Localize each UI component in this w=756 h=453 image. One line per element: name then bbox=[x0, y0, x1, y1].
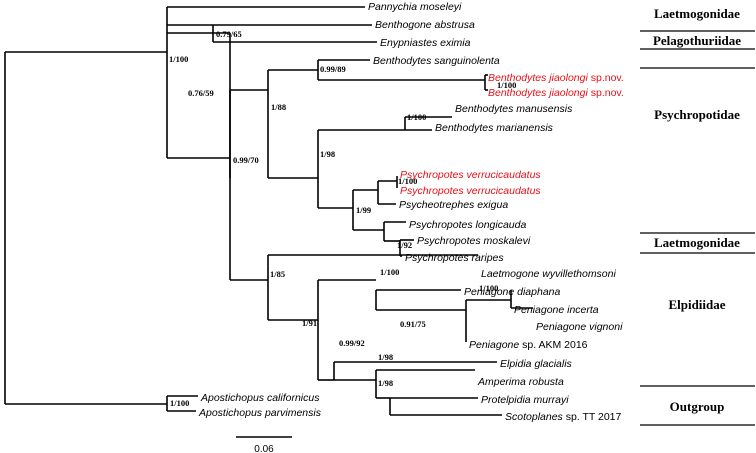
taxon-label: Peniagone incerta bbox=[514, 304, 599, 316]
family-label: Pelagothuriidae bbox=[653, 33, 741, 48]
taxon-label: Peniagone sp. AKM 2016 bbox=[469, 339, 588, 351]
taxon-label: Enypniastes eximia bbox=[380, 37, 471, 49]
support-value: 1/100 bbox=[169, 54, 188, 64]
support-value: 1/100 bbox=[497, 80, 516, 90]
support-value: 1/99 bbox=[356, 205, 371, 215]
support-value: 0.76/59 bbox=[188, 88, 214, 98]
support-value: 0.99/70 bbox=[233, 155, 259, 165]
support-value: 1/98 bbox=[320, 149, 335, 159]
support-value: 1/100 bbox=[407, 112, 426, 122]
taxon-label: Amperima robusta bbox=[477, 376, 564, 388]
family-label: Laetmogonidae bbox=[654, 235, 740, 250]
support-value: 1/100 bbox=[398, 176, 417, 186]
support-value: 1/98 bbox=[378, 378, 393, 388]
taxon-label: Psycheotrephes exigua bbox=[399, 199, 508, 211]
scale-bar-label: 0.06 bbox=[254, 444, 274, 453]
support-value: 1/92 bbox=[397, 240, 412, 250]
taxon-label: Pannychia moseleyi bbox=[368, 1, 462, 13]
support-values: 1/100 0.79/65 0.76/59 0.99/89 1/100 0.99/70 1/… bbox=[169, 29, 516, 408]
taxon-label: Elpidia glacialis bbox=[500, 358, 573, 370]
family-label: Psychropotidae bbox=[654, 107, 740, 122]
scale-bar: 0.06 bbox=[236, 436, 292, 453]
support-value: 1/91 bbox=[302, 318, 317, 328]
support-value: 0.99/89 bbox=[320, 64, 346, 74]
family-labels: LaetmogonidaePelagothuriidaePsychropotid… bbox=[640, 6, 755, 426]
support-value: 1/98 bbox=[378, 352, 393, 362]
support-value: 0.91/75 bbox=[400, 319, 426, 329]
taxon-label: Psychropotes moskalevi bbox=[417, 235, 531, 247]
taxon-label: Benthodytes marianensis bbox=[435, 122, 554, 134]
taxon-label: Scotoplanes sp. TT 2017 bbox=[505, 411, 622, 423]
support-value: 1/100 bbox=[479, 283, 498, 293]
support-value: 1/85 bbox=[270, 269, 285, 279]
support-value: 0.99/92 bbox=[339, 338, 365, 348]
taxon-label: Benthodytes jiaolongi sp.nov. bbox=[488, 87, 624, 99]
taxon-label: Peniagone vignoni bbox=[536, 321, 623, 333]
taxon-label: Apostichopus parvimensis bbox=[198, 407, 322, 419]
taxon-label: Laetmogone wyvillethomsoni bbox=[481, 268, 616, 280]
taxon-label: Apostichopus californicus bbox=[200, 392, 320, 404]
tree-branches bbox=[4, 6, 533, 416]
family-label: Elpidiidae bbox=[668, 297, 725, 312]
taxon-label: Psychropotes raripes bbox=[405, 252, 504, 264]
taxon-label: Psychropotes verrucicaudatus bbox=[400, 185, 541, 197]
family-label: Laetmogonidae bbox=[654, 6, 740, 21]
support-value: 1/88 bbox=[271, 102, 286, 112]
taxon-label: Benthodytes sanguinolenta bbox=[373, 55, 500, 67]
taxon-label: Psychropotes verrucicaudatus bbox=[400, 169, 541, 181]
taxon-label: Peniagone diaphana bbox=[464, 286, 561, 298]
taxon-label: Psychropotes longicauda bbox=[409, 219, 526, 231]
support-value: 0.79/65 bbox=[216, 29, 242, 39]
taxon-label: Benthodytes jiaolongi sp.nov. bbox=[488, 72, 624, 84]
support-value: 1/100 bbox=[170, 398, 189, 408]
family-label: Outgroup bbox=[670, 399, 725, 414]
taxon-label: Protelpidia murrayi bbox=[481, 394, 569, 406]
support-value: 1/100 bbox=[380, 267, 399, 277]
taxon-label: Benthogone abstrusa bbox=[375, 19, 475, 31]
taxon-label: Benthodytes manusensis bbox=[455, 103, 573, 115]
